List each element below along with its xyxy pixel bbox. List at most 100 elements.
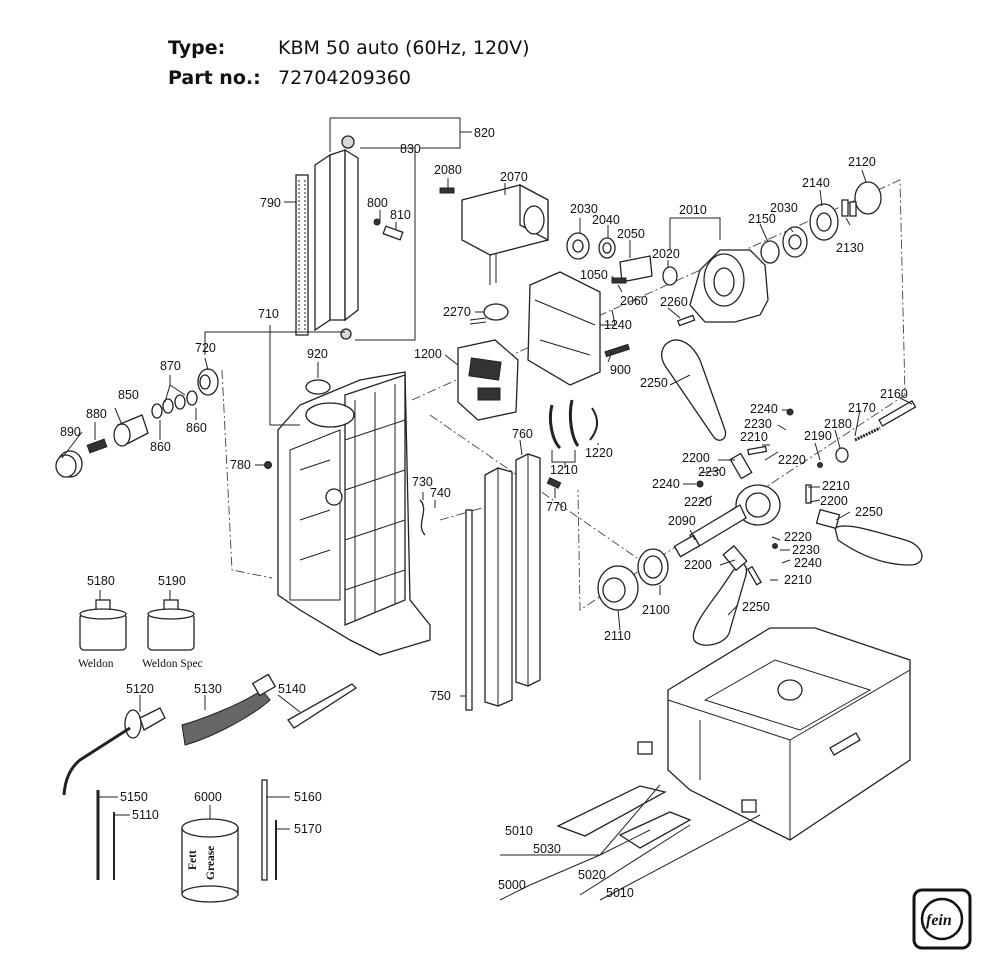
label-2240-c: 2240: [794, 556, 822, 570]
label-2140: 2140: [802, 176, 830, 190]
label-2250-b: 2250: [855, 505, 883, 519]
label-2210-a: 2210: [740, 430, 768, 444]
case-latches: [637, 741, 757, 813]
type-label: Type:: [168, 37, 226, 59]
label-2050: 2050: [617, 227, 645, 241]
label-860-b: 860: [186, 421, 207, 435]
screw-2080: [439, 187, 455, 194]
label-2220-b: 2220: [684, 495, 712, 509]
screw-770: [546, 477, 562, 489]
label-2250-c: 2250: [742, 600, 770, 614]
hub-parts: [55, 368, 219, 478]
label-2060: 2060: [620, 294, 648, 308]
guide-rail-750: [465, 467, 513, 711]
label-860-a: 860: [150, 440, 171, 454]
label-2130: 2130: [836, 241, 864, 255]
label-2030-a: 2030: [570, 202, 598, 216]
label-5190: 5190: [158, 574, 186, 588]
label-2070: 2070: [500, 170, 528, 184]
label-880: 880: [86, 407, 107, 421]
label-5010-a: 5010: [505, 824, 533, 838]
label-900: 900: [610, 363, 631, 377]
handle-2250-lower: [692, 562, 748, 646]
bracket-710: [204, 325, 345, 426]
label-790: 790: [260, 196, 281, 210]
label-1220: 1220: [585, 446, 613, 460]
label-5010-b: 5010: [606, 886, 634, 900]
ejector-pin-5120: [62, 707, 166, 796]
label-2030-b: 2030: [770, 201, 798, 215]
label-2230-c: 2230: [792, 543, 820, 557]
label-2040: 2040: [592, 213, 620, 227]
label-2210-c: 2210: [784, 573, 812, 587]
screw-780: [264, 461, 272, 469]
label-750: 750: [430, 689, 451, 703]
cables-1210-1220: [548, 399, 598, 450]
label-810: 810: [390, 208, 411, 222]
label-weldon: Weldon: [78, 658, 114, 670]
bearing-2110: [597, 565, 639, 611]
label-5110: 5110: [132, 808, 159, 822]
spindle-hub: [673, 400, 917, 586]
guide-rail-760: [515, 453, 541, 687]
label-5160: 5160: [294, 790, 322, 804]
handle-2250-upper: [660, 339, 727, 441]
circuit-board-1200: [457, 339, 519, 421]
label-780: 780: [230, 458, 251, 472]
label-5020: 5020: [578, 868, 606, 882]
label-710: 710: [258, 307, 279, 321]
label-2170: 2170: [848, 401, 876, 415]
type-value: KBM 50 auto (60Hz, 120V): [278, 37, 530, 59]
label-6000: 6000: [194, 790, 222, 804]
label-5030: 5030: [533, 842, 561, 856]
label-830: 830: [400, 142, 421, 156]
screw-810: [373, 218, 404, 241]
label-850: 850: [118, 388, 139, 402]
label-2080: 2080: [434, 163, 462, 177]
label-2200-a: 2200: [682, 451, 710, 465]
label-2270: 2270: [443, 305, 471, 319]
label-1210: 1210: [550, 463, 578, 477]
motor-2070: [461, 183, 549, 285]
part-no-label: Part no.:: [168, 67, 261, 89]
adapter-weldon-5180: [79, 599, 127, 651]
label-2150: 2150: [748, 212, 776, 226]
drill-stand-body-710: [277, 371, 431, 656]
label-760: 760: [512, 427, 533, 441]
chain-strap-5130: [181, 673, 277, 746]
label-2230-b: 2230: [698, 465, 726, 479]
label-2090: 2090: [668, 514, 696, 528]
adapter-weldon-spec-5190: [147, 599, 195, 651]
spring-730: [419, 499, 426, 536]
label-740: 740: [430, 486, 451, 500]
fein-logo: fein: [912, 888, 972, 950]
sensor-2270: [469, 303, 509, 325]
label-2240-a: 2240: [750, 402, 778, 416]
label-5150: 5150: [120, 790, 148, 804]
label-2200-c: 2200: [684, 558, 712, 572]
gear-parts-2030-2050: [566, 232, 678, 286]
carrying-case-5000: [667, 627, 911, 841]
logo-text: fein: [926, 912, 952, 929]
o-ring-920: [305, 379, 331, 395]
label-5130: 5130: [194, 682, 222, 696]
label-2210-b: 2210: [822, 479, 850, 493]
column-profile-830: [314, 135, 359, 340]
label-890: 890: [60, 425, 81, 439]
label-2220-c: 2220: [784, 530, 812, 544]
pins-5150-5110: [96, 790, 115, 880]
pins-5160-5170: [261, 779, 277, 881]
wedge-5140: [287, 683, 358, 729]
label-2190: 2190: [804, 429, 832, 443]
rack-790: [295, 174, 309, 336]
label-2160: 2160: [880, 387, 908, 401]
handle-2250-right: [834, 525, 923, 566]
label-2260: 2260: [660, 295, 688, 309]
bracket-case: [499, 784, 761, 901]
label-920: 920: [307, 347, 328, 361]
key-2260: [676, 314, 696, 327]
label-770: 770: [546, 500, 567, 514]
grease-can-6000: Fett Grease: [181, 818, 239, 903]
label-5180: 5180: [87, 574, 115, 588]
